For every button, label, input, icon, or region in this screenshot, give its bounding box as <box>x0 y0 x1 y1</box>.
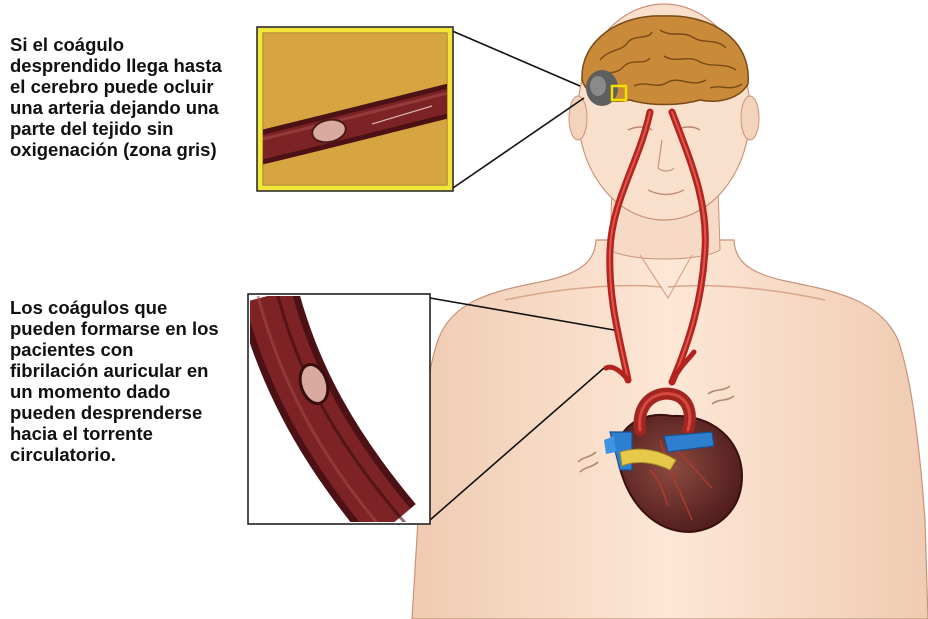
inset-clot-vessel <box>248 294 430 524</box>
caption-brain-clot: Si el coágulo desprendido llega hasta el… <box>10 34 250 160</box>
caption-heart-clot: Los coágulos que pueden formarse en los … <box>10 297 250 465</box>
brain-icon <box>582 16 748 106</box>
inset-cerebral-artery <box>250 27 460 191</box>
